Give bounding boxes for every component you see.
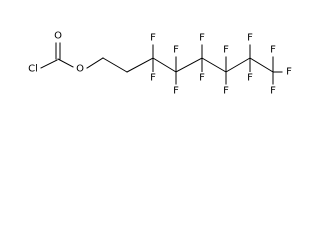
structural-formula: Cl O O F F F F F F F F F F F F F — [26, 30, 295, 97]
bond-cf2c-cf2d — [201, 57, 227, 73]
atom-f-c6-down: F — [223, 86, 229, 97]
atom-o-ester: O — [76, 64, 84, 75]
atom-f-c3-down: F — [150, 73, 156, 84]
atom-f-c8-up: F — [270, 45, 276, 56]
atom-o-carbonyl: O — [54, 31, 62, 42]
bond-ch2b-cf2a — [126, 57, 154, 73]
atom-f-c4-down: F — [173, 86, 179, 97]
atom-f-c5-up: F — [199, 33, 205, 44]
atom-f-c7-down: F — [247, 73, 253, 84]
bond-ch2a-ch2b — [102, 57, 128, 73]
bond-cf2a-cf2b — [152, 57, 177, 73]
atom-f-c4-up: F — [173, 45, 179, 56]
bond-c1-oester — [57, 58, 74, 68]
atom-f-c7-up: F — [247, 33, 253, 44]
bond-oester-ch2a — [86, 57, 104, 69]
bond-c1-cl — [40, 59, 58, 69]
atom-f-c3-up: F — [150, 33, 156, 44]
bond-cf2b-cf2c — [175, 57, 203, 73]
atom-f-c6-up: F — [223, 45, 229, 56]
bond-cf2e-cf3 — [249, 57, 274, 73]
atom-f-c5-down: F — [199, 73, 205, 84]
atom-cl: Cl — [28, 64, 38, 75]
atom-f-c8-down: F — [270, 86, 276, 97]
atom-labels: Cl O O F F F F F F F F F F F F F — [26, 30, 295, 97]
bond-cf2d-cf2e — [225, 57, 251, 73]
atom-f-c8-right: F — [286, 67, 292, 78]
bonds — [40, 42, 283, 85]
